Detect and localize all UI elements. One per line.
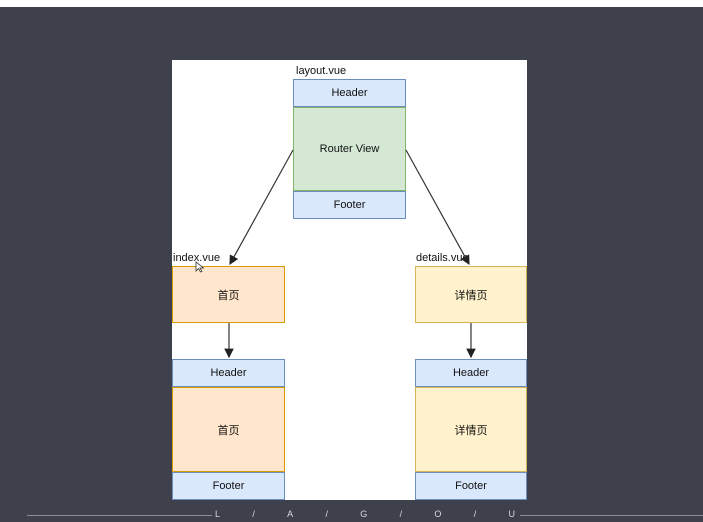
mouse-pointer-icon <box>195 261 205 273</box>
brand-separator: / <box>399 509 403 519</box>
index-page-box: 首页 <box>172 266 285 323</box>
brand-letter: L <box>215 509 221 519</box>
brand-letter: G <box>360 509 368 519</box>
footer-divider-left <box>27 515 212 516</box>
brand-letter: O <box>434 509 442 519</box>
index-vue-label: index.vue <box>173 252 221 264</box>
index-footer-box: Footer <box>172 472 285 500</box>
details-page-box: 详情页 <box>415 266 527 323</box>
details-header-box: Header <box>415 359 527 387</box>
arrow-router-to-index <box>229 149 294 266</box>
brand-letter: U <box>508 509 516 519</box>
footer-brand-bar: L / A / G / O / U <box>0 507 703 522</box>
brand-wordmark: L / A / G / O / U <box>215 509 515 521</box>
arrow-router-to-details <box>405 149 470 266</box>
details-footer-box: Footer <box>415 472 527 500</box>
layout-footer-box: Footer <box>293 191 406 219</box>
details-content-box: 详情页 <box>415 387 527 472</box>
brand-letter: A <box>287 509 294 519</box>
layout-vue-label: layout.vue <box>296 65 347 77</box>
diagram-canvas: layout.vue Header Router View Footer ind… <box>172 60 527 500</box>
footer-divider-right <box>520 515 703 516</box>
brand-separator: / <box>473 509 477 519</box>
layout-router-view-box: Router View <box>293 107 406 191</box>
brand-separator: / <box>325 509 328 519</box>
brand-separator: / <box>252 509 255 519</box>
details-vue-label: details.vue <box>416 252 469 264</box>
index-header-box: Header <box>172 359 285 387</box>
layout-header-box: Header <box>293 79 406 107</box>
index-content-box: 首页 <box>172 387 285 472</box>
